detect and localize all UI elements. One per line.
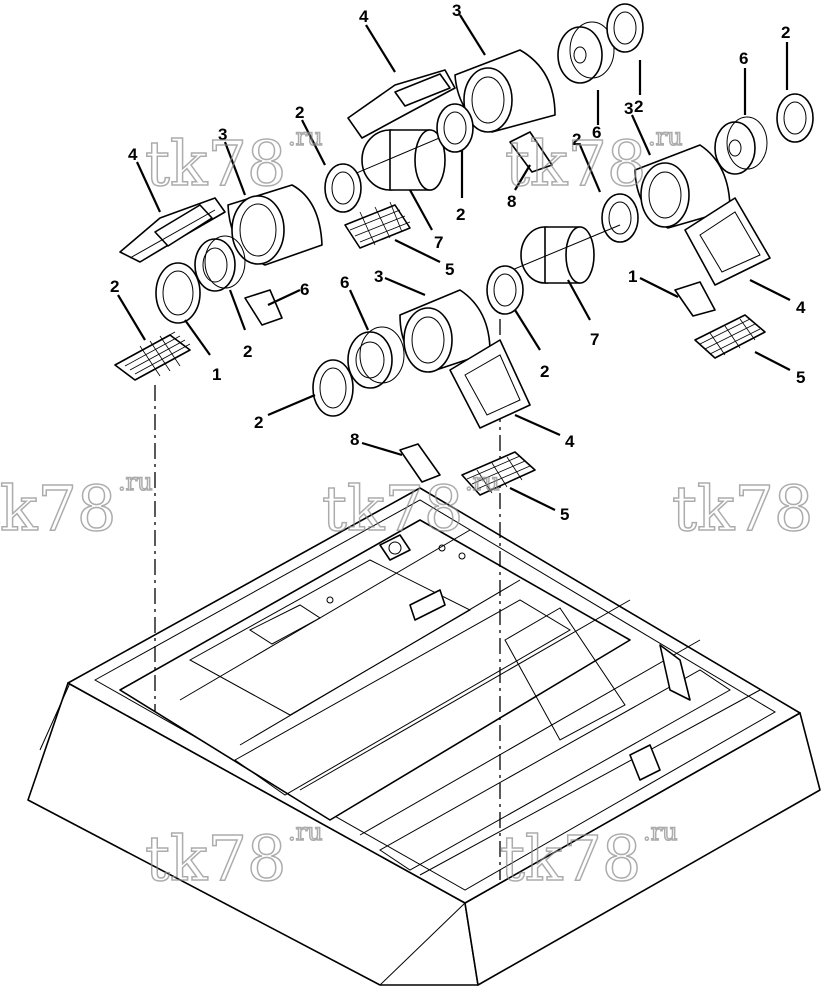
callout-label: 5 [560, 505, 569, 524]
watermark-suffix: .ru [643, 818, 678, 846]
inlet-ring-2-right-inner [601, 193, 639, 243]
callout-label: 2 [634, 97, 643, 116]
blower-wheel-6-center [347, 326, 405, 389]
inlet-ring-2-center [324, 163, 362, 213]
watermark-text: tk78 [0, 472, 116, 545]
roof-housing [27, 487, 821, 986]
watermark-text: tk78 [505, 127, 646, 200]
side-bracket [629, 744, 661, 781]
watermark-text: tk78 [672, 472, 813, 545]
callout-label: 2 [572, 130, 581, 149]
callout-label: 3 [624, 99, 633, 118]
callout-label: 2 [295, 103, 304, 122]
callout-label: 6 [300, 280, 309, 299]
callout-label: 6 [340, 273, 349, 292]
mount-bracket-8-bottom [399, 443, 441, 483]
callout-label: 8 [507, 192, 516, 211]
motor-bracket-1-left [244, 289, 283, 326]
filter-mesh-5-bottom [461, 451, 536, 496]
filter-mesh-5-right [694, 314, 766, 359]
callout-label: 4 [128, 145, 138, 164]
filter-mesh-5-left [114, 331, 191, 381]
floor-bracket [409, 589, 446, 621]
inlet-ring-2-center-outer [312, 359, 354, 417]
blower-motor-7-right [499, 224, 621, 284]
inlet-ring-2-top-outer [606, 3, 644, 53]
mount-bracket-8-top [509, 131, 553, 173]
callout-label: 3 [374, 267, 383, 286]
watermark-suffix: .ru [648, 123, 683, 151]
housing-floor-panel [119, 519, 631, 821]
watermark-layer: tk78 .ru tk78 .ru tk78 .ru tk78 .ru tk78… [0, 122, 814, 896]
watermark-suffix: .ru [288, 123, 323, 151]
callout-label: 7 [434, 233, 443, 252]
callout-label: 6 [739, 49, 748, 68]
watermark-text: tk78 [500, 822, 641, 895]
callout-label: 5 [445, 260, 454, 279]
filter-mesh-5-center [344, 201, 411, 249]
callout-label: 1 [212, 365, 221, 384]
callout-label: 7 [590, 330, 599, 349]
callout-label: 4 [359, 7, 369, 26]
inlet-ring-2-top-inner [436, 103, 474, 153]
callout-label: 3 [218, 125, 227, 144]
callout-label: 2 [243, 342, 252, 361]
inlet-ring-2-left [155, 262, 201, 324]
inlet-ring-2-right-outer [776, 93, 814, 143]
scroll-housing-3-top [454, 49, 556, 133]
duct-adapter-4-top [347, 69, 456, 139]
blower-wheel-6-left [194, 235, 246, 292]
inlet-ring-2-center-inner [486, 265, 524, 315]
watermark-suffix: .ru [118, 468, 153, 496]
callout-layer: 4 3 2 6 2 6 3 4 3 2 2 2 8 [110, 1, 806, 524]
scroll-housing-3-right [634, 144, 731, 229]
floor-bracket [379, 534, 411, 561]
scroll-housing-3-center [399, 289, 491, 373]
blower-wheel-6-right [714, 116, 768, 175]
callout-label: 2 [540, 362, 549, 381]
blower-wheel-6-top [557, 21, 615, 84]
duct-adapter-4-right [684, 197, 771, 286]
callout-label: 4 [796, 298, 806, 317]
watermark-text: tk78 [145, 127, 286, 200]
callout-label: 5 [796, 368, 805, 387]
callout-label: 2 [456, 205, 465, 224]
callout-label: 8 [350, 430, 359, 449]
callout-label: 1 [628, 267, 637, 286]
callout-label: 4 [565, 432, 575, 451]
callout-label: 2 [254, 413, 263, 432]
watermark-text: tk78 [322, 472, 463, 545]
callout-label: 6 [592, 123, 601, 142]
blower-motor-7-left [339, 124, 471, 191]
watermark-text: tk78 [145, 822, 286, 895]
watermark-suffix: .ru [288, 818, 323, 846]
duct-adapter-4-left [119, 197, 226, 263]
callout-label: 2 [781, 23, 790, 42]
callout-label: 2 [110, 277, 119, 296]
watermark-suffix: .ru [465, 468, 500, 496]
scroll-housing-3-left [227, 184, 323, 266]
duct-adapter-4-center [449, 339, 531, 429]
callout-label: 3 [452, 1, 461, 20]
motor-bracket-1-right [674, 281, 716, 317]
side-bracket [659, 644, 691, 701]
